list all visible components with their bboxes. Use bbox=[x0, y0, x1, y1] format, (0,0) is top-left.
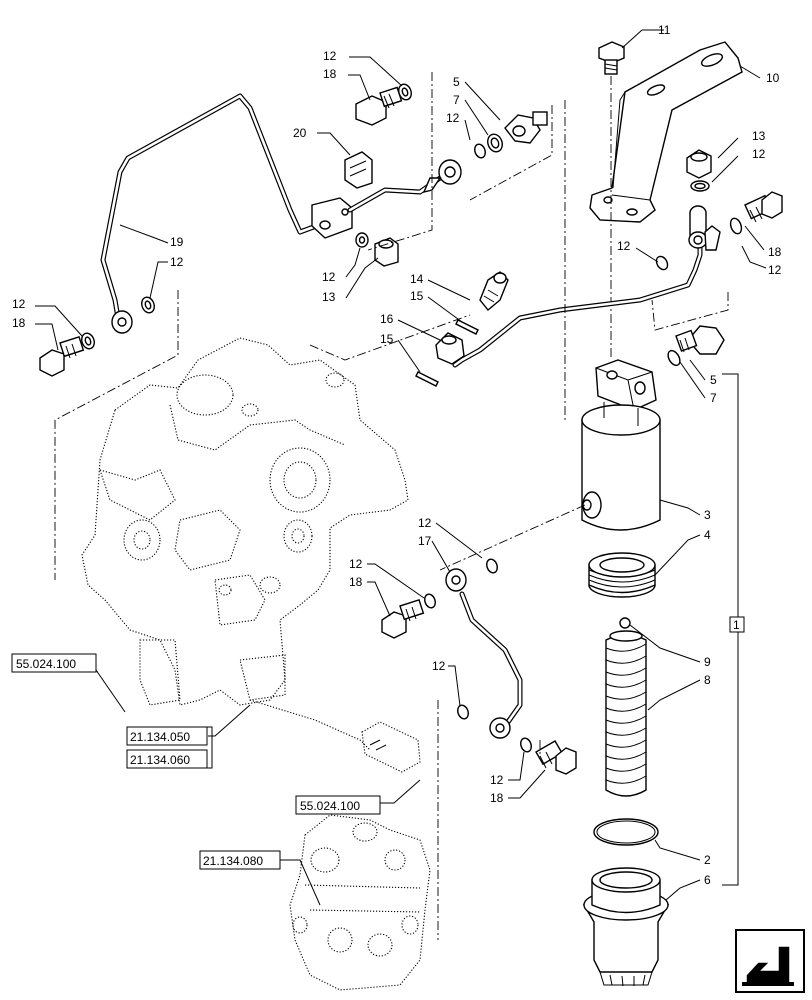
callout-18-top-left: 18 bbox=[323, 67, 337, 81]
callout-20: 20 bbox=[293, 126, 307, 140]
reference-box-55024100-a[interactable]: 55.024.100 bbox=[11, 653, 97, 673]
reference-box-21134080[interactable]: 21.134.080 bbox=[199, 850, 281, 870]
pin-15-top bbox=[455, 319, 479, 335]
callout-10: 10 bbox=[766, 71, 780, 85]
adjusting-nut-4 bbox=[588, 552, 656, 598]
bolt-11 bbox=[598, 41, 625, 75]
fitting-5-top bbox=[504, 111, 548, 144]
callout-16: 16 bbox=[380, 312, 394, 326]
pipe-20-section bbox=[347, 159, 462, 213]
navigation-arrow-button[interactable] bbox=[735, 929, 805, 993]
bolt-18-low bbox=[535, 740, 577, 775]
callout-8: 8 bbox=[704, 673, 711, 687]
pipe-19 bbox=[100, 93, 341, 334]
callout-18-right: 18 bbox=[768, 245, 782, 259]
callout-12-left-a: 12 bbox=[12, 297, 26, 311]
seal-ring-7-right bbox=[667, 349, 681, 367]
pipe-17 bbox=[445, 568, 523, 739]
callout-12-right-c: 12 bbox=[617, 239, 631, 253]
washer-12-mid-b bbox=[424, 593, 436, 609]
callout-11: 11 bbox=[658, 23, 671, 37]
callout-12-plug: 12 bbox=[322, 270, 336, 284]
callout-12-top-center: 12 bbox=[446, 111, 460, 125]
washer-12-low-b bbox=[520, 737, 532, 753]
callout-17: 17 bbox=[418, 534, 432, 548]
reference-box-21134060[interactable]: 21.134.060 bbox=[126, 749, 208, 769]
callout-5-top: 5 bbox=[453, 75, 460, 89]
pin-15-bottom bbox=[415, 371, 439, 387]
callout-18-left: 18 bbox=[12, 316, 26, 330]
cap-6 bbox=[582, 867, 670, 987]
bolt-18-left bbox=[39, 335, 85, 377]
washer-12-mid-a bbox=[486, 558, 498, 574]
callout-6: 6 bbox=[704, 873, 711, 887]
ball-9 bbox=[619, 617, 631, 629]
callout-12-top-left: 12 bbox=[323, 49, 337, 63]
callout-5-right: 5 bbox=[710, 373, 717, 387]
bolt-18-top bbox=[355, 86, 403, 126]
arrow-icon bbox=[745, 945, 791, 985]
plug-13-right bbox=[686, 149, 712, 179]
cylinder-3 bbox=[581, 402, 661, 531]
valve-assembly-main bbox=[81, 337, 409, 751]
banjo-bolt-14 bbox=[479, 271, 509, 311]
reference-label: 55.024.100 bbox=[16, 657, 76, 671]
leader-lines bbox=[35, 29, 767, 906]
bolt-18-right bbox=[744, 191, 783, 223]
callout-12-mid-a: 12 bbox=[418, 516, 432, 530]
callout-13-right: 13 bbox=[752, 129, 766, 143]
washer-12-top bbox=[474, 143, 486, 159]
reference-label: 21.134.060 bbox=[130, 753, 190, 767]
callout-12-low-a: 12 bbox=[432, 659, 446, 673]
callout-4: 4 bbox=[704, 528, 711, 542]
callout-box-1 bbox=[729, 616, 745, 633]
valve-block-lower bbox=[289, 814, 431, 991]
callout-1: 1 bbox=[733, 618, 740, 632]
callout-9: 9 bbox=[704, 655, 711, 669]
pipe-right bbox=[452, 232, 703, 368]
callout-7-right: 7 bbox=[710, 391, 717, 405]
fitting-16 bbox=[435, 332, 465, 365]
bracket-10 bbox=[589, 41, 743, 223]
callout-18-mid: 18 bbox=[349, 575, 363, 589]
callout-3: 3 bbox=[704, 508, 711, 522]
spring-8 bbox=[605, 630, 647, 797]
reference-label: 21.134.050 bbox=[130, 730, 190, 744]
callout-12-low-b: 12 bbox=[490, 773, 504, 787]
block-top-cylinder bbox=[595, 359, 657, 411]
plug-13 bbox=[374, 237, 399, 267]
o-ring-2 bbox=[593, 818, 659, 846]
callout-15-bottom: 15 bbox=[380, 332, 394, 346]
elbow-fitting-right bbox=[688, 205, 721, 251]
bolt-18-mid bbox=[381, 598, 425, 639]
reference-box-55024100-b[interactable]: 55.024.100 bbox=[295, 795, 381, 815]
callout-7-top: 7 bbox=[453, 93, 460, 107]
clip-20 bbox=[344, 151, 373, 189]
fitting-5-right bbox=[675, 325, 725, 355]
callout-14: 14 bbox=[410, 272, 424, 286]
washer-12-low-a bbox=[457, 704, 469, 720]
callout-18-low: 18 bbox=[490, 791, 504, 805]
reference-label: 21.134.080 bbox=[203, 854, 263, 868]
callout-12-left-b: 12 bbox=[170, 255, 184, 269]
connector-plug bbox=[361, 721, 421, 773]
callout-13-plug: 13 bbox=[322, 290, 336, 304]
callout-2: 2 bbox=[704, 853, 711, 867]
reference-box-21134050[interactable]: 21.134.050 bbox=[126, 726, 208, 746]
block-fitting bbox=[311, 197, 353, 239]
callout-19: 19 bbox=[170, 235, 184, 249]
callout-12-right-a: 12 bbox=[752, 147, 766, 161]
callout-labels: 11 10 13 12 18 12 12 5 7 12 12 18 20 19 … bbox=[12, 23, 782, 887]
washer-12-right-c bbox=[655, 255, 669, 271]
callout-15-top: 15 bbox=[410, 289, 424, 303]
callout-12-right-b: 12 bbox=[768, 263, 782, 277]
callout-12-mid-b: 12 bbox=[349, 557, 363, 571]
washer-12-right-b bbox=[729, 217, 743, 235]
reference-label: 55.024.100 bbox=[300, 799, 360, 813]
